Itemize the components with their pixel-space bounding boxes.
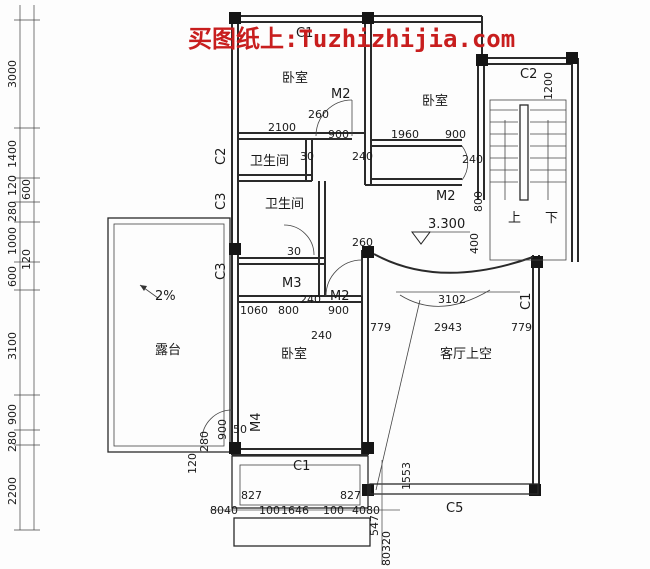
void-diagonal — [375, 299, 421, 491]
dim-80320: 80320 — [380, 531, 393, 566]
door-m4: M4 — [249, 413, 264, 433]
elevation-label: 3.300 — [428, 217, 465, 232]
window-c1-right: C1 — [519, 293, 534, 310]
window-c5: C5 — [446, 501, 463, 516]
dim-827a: 827 — [241, 489, 262, 502]
window-c1-top: C1 — [296, 26, 313, 41]
dim-779a: 779 — [370, 321, 391, 334]
window-c2-top: C2 — [520, 67, 537, 82]
left-dim-1000: 1000 — [6, 227, 19, 255]
left-dim-3000: 3000 — [6, 60, 19, 88]
dim-30b: 30 — [287, 245, 301, 258]
window-c3-b: C3 — [214, 263, 229, 280]
window-c3-a: C3 — [214, 193, 229, 210]
left-dim-280b: 280 — [6, 431, 19, 452]
dim-8040: 8040 — [210, 504, 238, 517]
stairs — [489, 99, 567, 261]
dim-240b: 240 — [462, 153, 483, 166]
room-terrace: 露台 — [155, 343, 181, 358]
window-c1-bottom: C1 — [293, 459, 310, 474]
dim-260a: 260 — [308, 108, 329, 121]
left-dim-3100: 3100 — [6, 332, 19, 360]
door-swing-m4 — [201, 409, 233, 441]
door-m2-c: M2 — [330, 289, 350, 304]
walls — [231, 15, 579, 490]
dim-800b: 800 — [278, 304, 299, 317]
dim-2100: 2100 — [268, 121, 296, 134]
room-bedroom-bottom: 卧室 — [281, 346, 307, 362]
dim-240d: 240 — [311, 329, 332, 342]
dim-100b: 100 — [323, 504, 344, 517]
door-swing-m3 — [283, 224, 315, 256]
left-dim-120a: 120 — [6, 175, 19, 196]
dim-120: 120 — [186, 453, 199, 474]
dim-900c: 900 — [328, 304, 349, 317]
entry-porch — [231, 455, 369, 509]
left-dim-600a: 600 — [20, 179, 33, 200]
bottom-ledge — [369, 483, 539, 495]
dim-260b: 260 — [352, 236, 373, 249]
door-swing-m2c — [325, 259, 363, 297]
curved-edge — [373, 253, 534, 274]
room-bedroom-top-left: 卧室 — [282, 70, 308, 86]
left-dimension-chain — [14, 5, 40, 531]
room-bedroom-top-right: 卧室 — [422, 93, 448, 109]
void-arc — [399, 289, 491, 307]
dim-900b: 900 — [445, 128, 466, 141]
room-living-void: 客厅上空 — [440, 346, 492, 362]
dim-1646: 1646 — [281, 504, 309, 517]
dim-400: 400 — [468, 233, 481, 254]
stair-down-label: 下 — [545, 211, 558, 226]
dim-2943: 2943 — [434, 321, 462, 334]
slope-label: 2% — [155, 289, 176, 304]
dim-779b: 779 — [511, 321, 532, 334]
dim-280: 280 — [198, 431, 211, 452]
dim-1200: 1200 — [542, 72, 555, 100]
dim-3102: 3102 — [438, 293, 466, 306]
door-m3: M3 — [282, 276, 302, 291]
dim-900d: 900 — [216, 419, 229, 440]
dim-547: 547 — [368, 515, 381, 536]
terrace-outline — [107, 217, 231, 453]
stair-up-label: 上 — [508, 211, 521, 226]
window-c2-left: C2 — [214, 148, 229, 165]
dim-900a: 900 — [328, 128, 349, 141]
terrace-inner — [113, 223, 225, 447]
dim-240c: 240 — [300, 293, 321, 306]
elevation-marker — [411, 231, 431, 245]
door-swing-m2b — [461, 145, 469, 181]
dim-1553: 1553 — [400, 462, 413, 490]
dim-50: 50 — [233, 423, 247, 436]
dim-1060: 1060 — [240, 304, 268, 317]
left-dim-900: 900 — [6, 404, 19, 425]
dim-800: 800 — [472, 191, 485, 212]
room-bathroom-2: 卫生间 — [265, 197, 304, 212]
door-m2-a: M2 — [331, 87, 351, 102]
room-bathroom-1: 卫生间 — [250, 154, 289, 169]
dim-827b: 827 — [340, 489, 361, 502]
dim-4080: 4080 — [352, 504, 380, 517]
entry-step — [233, 517, 371, 547]
left-dim-2200: 2200 — [6, 477, 19, 505]
left-dim-1400: 1400 — [6, 140, 19, 168]
door-swing-m2a — [315, 99, 353, 137]
watermark: 买图纸上:Tuzhizhijia.com — [188, 25, 515, 53]
left-dim-120b: 120 — [20, 249, 33, 270]
dim-240a: 240 — [352, 150, 373, 163]
dim-1960: 1960 — [391, 128, 419, 141]
left-dim-280a: 280 — [6, 201, 19, 222]
dim-100a: 100 — [259, 504, 280, 517]
dim-30a: 30 — [300, 150, 314, 163]
left-dim-600b: 600 — [6, 266, 19, 287]
door-m2-b: M2 — [436, 189, 456, 204]
